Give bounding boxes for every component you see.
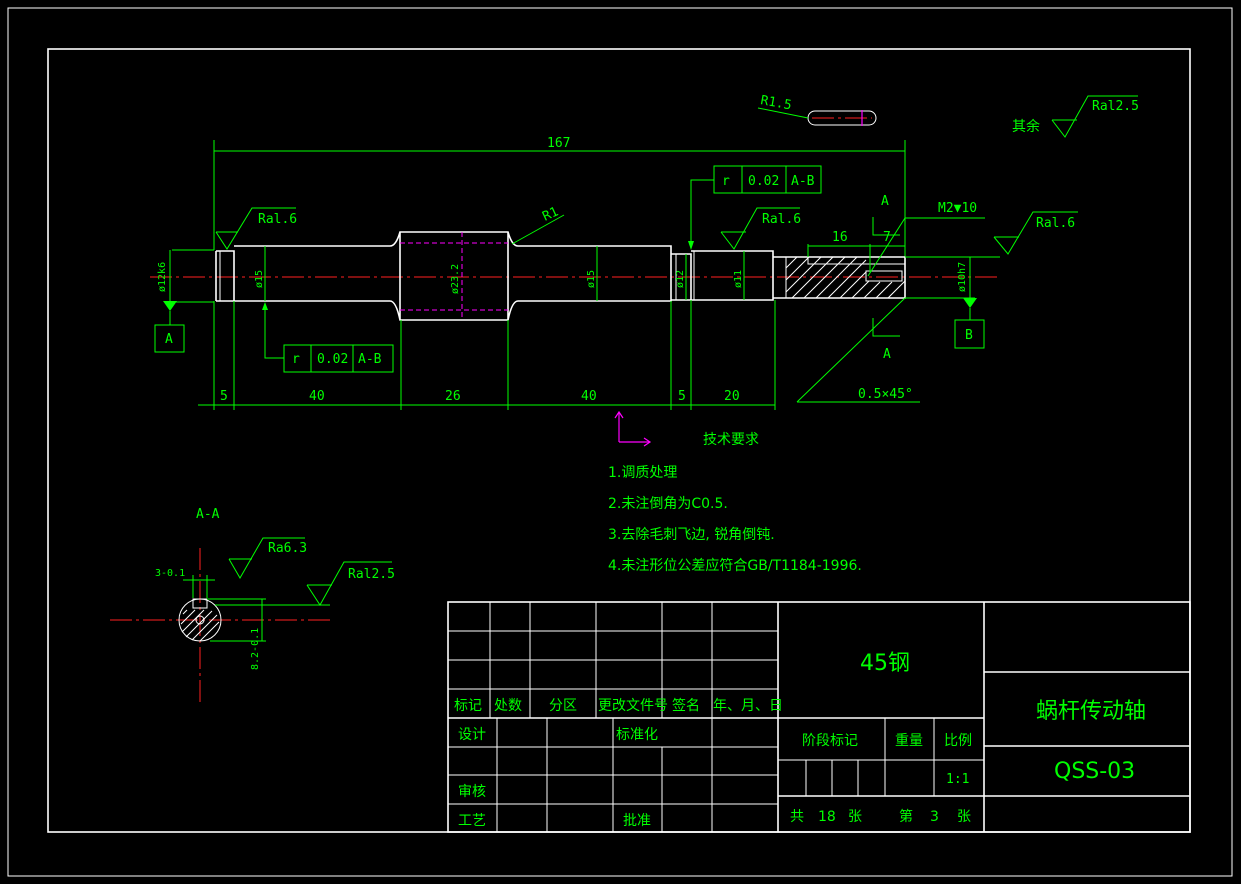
dim-d15-right: ø15 — [586, 270, 597, 288]
section-cut-marks: A A — [872, 194, 900, 362]
svg-text:工艺: 工艺 — [458, 813, 486, 829]
svg-text:比例: 比例 — [944, 733, 972, 749]
section-view-aa: A-A 3-0.1 8.2-0.1 Ra6.3 Ral2.5 — [110, 507, 395, 705]
dim-d10h7: ø10h7 — [957, 262, 968, 292]
dim-40-left: 40 — [309, 389, 325, 404]
ucs-icon — [614, 410, 652, 447]
datum-b: B — [954, 298, 985, 349]
svg-text:批准: 批准 — [623, 813, 651, 829]
section-roughness-outer: Ral2.5 — [348, 567, 395, 582]
tech-item-2: 2.未注倒角为C0.5. — [608, 496, 728, 512]
svg-text:Ral.6: Ral.6 — [258, 212, 297, 227]
worm-thread-lines — [400, 232, 508, 320]
datum-a: A — [154, 301, 185, 353]
dim-fillet-r1: R1 — [540, 204, 561, 224]
outer-border — [7, 7, 1233, 877]
svg-text:阶段标记: 阶段标记 — [802, 733, 858, 749]
tech-item-4: 4.未注形位公差应符合GB/T1184-1996. — [608, 557, 862, 574]
dim-5-right: 5 — [678, 389, 686, 404]
dim-d12k6: ø12k6 — [157, 262, 168, 292]
svg-text:张: 张 — [957, 809, 971, 825]
svg-text:设计: 设计 — [458, 727, 486, 743]
dim-key-16: 16 — [832, 230, 848, 245]
svg-text:3: 3 — [930, 809, 939, 825]
svg-text:r: r — [722, 174, 730, 189]
svg-text:B: B — [965, 328, 973, 343]
svg-text:年、月、日: 年、月、日 — [713, 698, 783, 714]
tech-requirements: 技术要求 1.调质处理 2.未注倒角为C0.5. 3.去除毛刺飞边, 锐角倒钝.… — [608, 432, 862, 574]
svg-text:重量: 重量 — [895, 733, 923, 749]
svg-text:A-B: A-B — [791, 174, 815, 189]
svg-text:Ral.6: Ral.6 — [1036, 216, 1075, 231]
svg-text:A: A — [165, 332, 173, 347]
svg-text:Ral.6: Ral.6 — [762, 212, 801, 227]
svg-text:A-B: A-B — [358, 352, 382, 367]
svg-text:第: 第 — [899, 808, 913, 825]
tolerance-frame-top: r 0.02 A-B — [688, 165, 822, 250]
svg-text:共: 共 — [790, 809, 804, 825]
roughness-right: Ral.6 — [993, 211, 1078, 255]
svg-text:分区: 分区 — [549, 698, 577, 714]
cut-label-bottom: A — [883, 347, 891, 362]
svg-text:0.02: 0.02 — [317, 352, 348, 367]
tech-item-1: 1.调质处理 — [608, 465, 677, 481]
material: 45钢 — [860, 651, 910, 676]
tolerance-frame-left: r 0.02 A-B — [262, 302, 394, 373]
roughness-middle: Ral.6 — [720, 207, 801, 250]
tech-item-3: 3.去除毛刺飞边, 锐角倒钝. — [608, 527, 775, 543]
part-name: 蜗杆传动轴 — [1036, 699, 1146, 724]
svg-text:18: 18 — [818, 809, 836, 825]
section-title: A-A — [196, 507, 220, 522]
cut-label-top: A — [881, 194, 889, 209]
dim-d12: ø12 — [675, 270, 686, 288]
svg-text:标记: 标记 — [454, 698, 482, 714]
roughness-other: 其余 Ral2.5 — [1012, 95, 1139, 138]
keyway-dimensions: 16 7 M2▼10 — [807, 201, 985, 277]
roughness-left: Ral.6 — [215, 207, 297, 250]
svg-text:其余: 其余 — [1012, 118, 1040, 135]
drawing-number: QSS-03 — [1054, 759, 1135, 784]
dim-5-left: 5 — [220, 389, 228, 404]
dim-d11: ø11 — [733, 270, 744, 288]
title-block: 45钢 蜗杆传动轴 QSS-03 标记 处数 分区 更改文件号 签名 年、月、日… — [447, 601, 1191, 833]
segment-dimensions: 5 40 26 40 5 20 — [198, 300, 776, 410]
svg-text:审核: 审核 — [458, 784, 486, 800]
svg-text:Ral2.5: Ral2.5 — [1092, 99, 1139, 114]
tech-title: 技术要求 — [703, 432, 759, 448]
section-key-depth: 8.2-0.1 — [250, 628, 261, 670]
dim-26: 26 — [445, 389, 461, 404]
dim-chamfer: 0.5×45° — [858, 387, 913, 402]
diameter-dimensions: ø12k6 ø15 ø23.2 ø15 ø12 ø11 ø10h7 — [157, 246, 1000, 303]
keyway-hatch — [785, 256, 906, 299]
svg-text:标准化: 标准化 — [616, 727, 658, 743]
dim-key-7: 7 — [883, 230, 891, 245]
slot-detail: R1.5 — [757, 93, 877, 126]
svg-text:0.02: 0.02 — [748, 174, 779, 189]
svg-text:处数: 处数 — [494, 698, 522, 714]
svg-text:签名: 签名 — [672, 697, 700, 714]
dim-d23-2: ø23.2 — [450, 264, 461, 294]
svg-text:更改文件号: 更改文件号 — [598, 698, 668, 714]
shaft-outline — [215, 231, 906, 321]
dim-thread-m2: M2▼10 — [938, 201, 977, 216]
svg-text:张: 张 — [848, 809, 862, 825]
dim-d15-left: ø15 — [254, 270, 265, 288]
overall-dimension: 16 7 — [213, 136, 906, 256]
dim-40-right: 40 — [581, 389, 597, 404]
scale-value: 1:1 — [946, 772, 969, 787]
section-key-width: 3-0.1 — [155, 568, 185, 579]
section-roughness-key: Ra6.3 — [268, 541, 307, 556]
svg-text:r: r — [292, 352, 300, 367]
dim-20: 20 — [724, 389, 740, 404]
svg-text:R1.5: R1.5 — [759, 93, 792, 113]
dim-167: 167 — [547, 136, 570, 151]
